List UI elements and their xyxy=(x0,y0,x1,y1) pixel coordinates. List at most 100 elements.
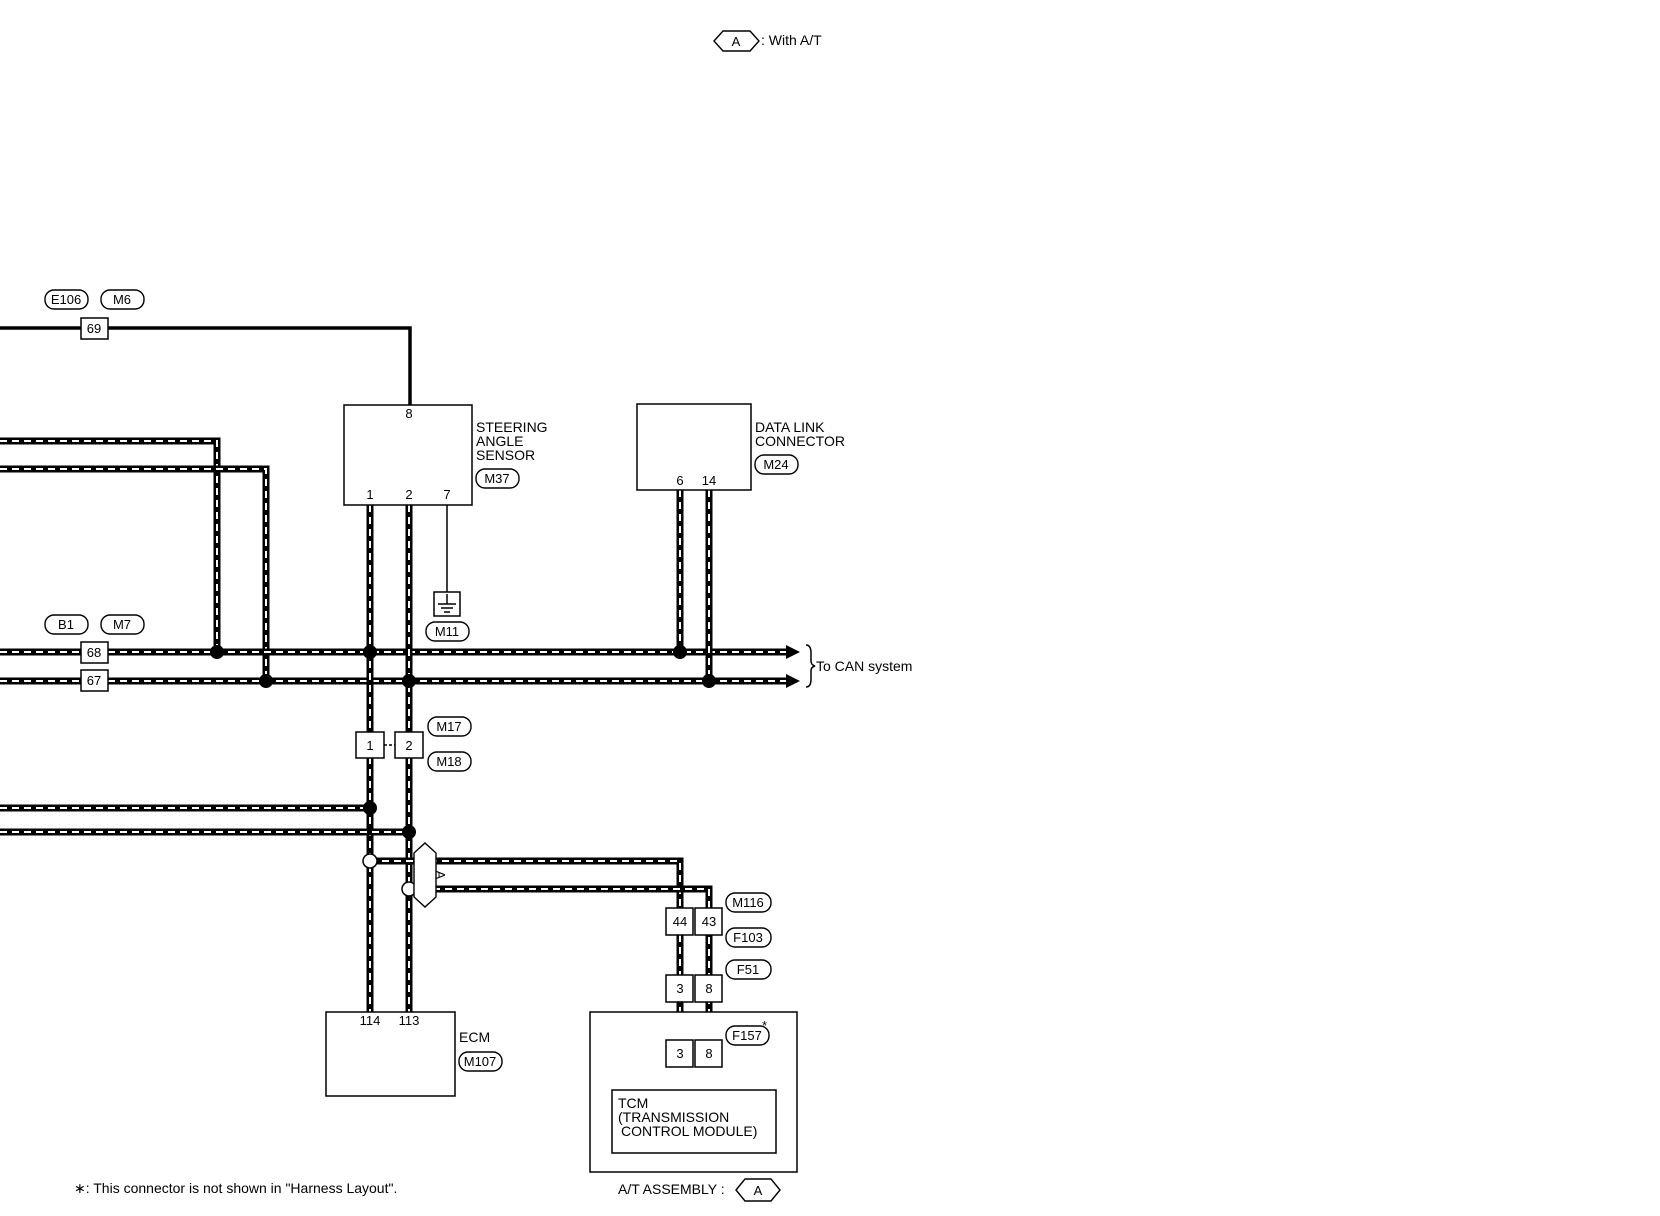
sas-pin-7: 7 xyxy=(443,487,450,502)
ground-m11: M11 xyxy=(425,505,470,642)
f51-pin-3: 3 xyxy=(676,981,683,996)
connector-tag-f157 xyxy=(725,1025,770,1046)
terminal-69: 69 xyxy=(87,321,101,336)
terminal-box-m18-2 xyxy=(394,731,424,759)
connector-m107-label: M107 xyxy=(464,1054,497,1069)
m18-pin-2: 2 xyxy=(405,738,412,753)
connector-f51-label: F51 xyxy=(737,962,759,977)
arrow-can-low xyxy=(786,674,800,688)
sas-pin-8: 8 xyxy=(405,406,412,421)
connector-m116-f103: 44 43 M116 F103 xyxy=(665,892,772,948)
legend: A : With A/T xyxy=(713,30,822,52)
connector-e106-label: E106 xyxy=(51,292,81,307)
connector-tag-m7 xyxy=(100,614,145,635)
sas-pin-2: 2 xyxy=(405,487,412,502)
footnote: ∗: This connector is not shown in "Harne… xyxy=(74,1180,397,1196)
connector-m7-label: M7 xyxy=(113,617,131,632)
m17-pin-1: 1 xyxy=(366,738,373,753)
m116-pin-44: 44 xyxy=(673,914,687,929)
connector-m24-label: M24 xyxy=(763,457,788,472)
connector-f51: 3 8 F51 xyxy=(665,959,772,1003)
terminal-67: 67 xyxy=(87,673,101,688)
at-assembly-label: A/T ASSEMBLY : xyxy=(618,1181,725,1197)
connector-b1-m7: B1 M7 68 67 xyxy=(44,614,145,692)
legend-a-symbol: A xyxy=(732,34,741,49)
dlc-pin-14: 14 xyxy=(702,473,716,488)
terminal-box-f157-8 xyxy=(694,1039,723,1068)
connector-tag-m17 xyxy=(427,716,472,737)
terminal-box-67 xyxy=(80,669,109,692)
at-assembly: 3 8 F157 * TCM (TRANSMISSION CONTROL MOD… xyxy=(589,1011,798,1202)
terminal-box-43 xyxy=(694,907,723,936)
with-at-marker-letter: A xyxy=(433,871,448,880)
connector-tag-m6 xyxy=(100,289,145,310)
tcm-name-line-1: TCM xyxy=(618,1095,648,1111)
connector-m17-m18: 1 2 M17 M18 xyxy=(355,716,472,772)
terminal-box-f51-3 xyxy=(665,974,694,1003)
connector-tag-m24 xyxy=(754,454,799,475)
dlc-name-line-2: CONNECTOR xyxy=(755,433,845,449)
connector-m6-label: M6 xyxy=(113,292,131,307)
sas-name-line-2: ANGLE xyxy=(476,433,523,449)
ecm: 114 113 ECM M107 xyxy=(325,1011,503,1097)
connector-tag-m18 xyxy=(427,751,472,772)
dlc-name-line-1: DATA LINK xyxy=(755,419,825,435)
ecm-name: ECM xyxy=(459,1029,490,1045)
data-link-connector-box xyxy=(636,403,752,491)
connector-tag-e106 xyxy=(44,289,89,310)
connector-tag-m116 xyxy=(725,892,772,913)
connector-tag-f51 xyxy=(725,959,772,980)
ecm-box xyxy=(325,1011,456,1097)
steering-angle-sensor-box xyxy=(343,404,473,506)
connector-f103-label: F103 xyxy=(733,930,763,945)
data-link-connector: 6 14 DATA LINK CONNECTOR M24 xyxy=(636,403,845,491)
terminal-box-68 xyxy=(80,641,109,664)
f157-pin-8: 8 xyxy=(705,1046,712,1061)
connector-m17-label: M17 xyxy=(436,719,461,734)
connector-tag-m37 xyxy=(475,468,520,489)
f51-pin-8: 8 xyxy=(705,981,712,996)
f157-asterisk: * xyxy=(762,1018,767,1033)
at-assembly-a-hexagon xyxy=(735,1178,781,1202)
sas-name-line-1: STEERING xyxy=(476,419,548,435)
dlc-pin-6: 6 xyxy=(676,473,683,488)
terminal-68: 68 xyxy=(87,645,101,660)
at-assembly-a-symbol: A xyxy=(754,1183,763,1198)
ecm-pin-113: 113 xyxy=(399,1013,420,1028)
connector-f157-label: F157 xyxy=(732,1028,762,1043)
with-at-marker: A xyxy=(413,842,448,908)
terminal-box-69 xyxy=(80,317,109,340)
connector-m37-label: M37 xyxy=(484,471,509,486)
can-brace xyxy=(805,644,816,688)
wire-power-69-to-sas8 xyxy=(0,326,412,405)
connector-m18-label: M18 xyxy=(436,754,461,769)
f157-pin-3: 3 xyxy=(676,1046,683,1061)
sas-pin-1: 1 xyxy=(366,487,373,502)
steering-angle-sensor: 8 1 2 7 STEERING ANGLE SENSOR M37 xyxy=(343,404,548,506)
ground-icon xyxy=(438,594,456,613)
splice-dots xyxy=(210,645,716,897)
tcm-box xyxy=(611,1089,777,1154)
tcm-name-line-2: (TRANSMISSION xyxy=(618,1109,729,1125)
terminal-box-f51-8 xyxy=(694,974,723,1003)
legend-a-hexagon xyxy=(713,30,760,52)
connector-b1-label: B1 xyxy=(58,617,74,632)
m116-pin-43: 43 xyxy=(702,914,716,929)
connector-m11-label: M11 xyxy=(435,624,459,639)
to-can-system-label: To CAN system xyxy=(816,658,912,674)
connector-tag-b1 xyxy=(44,614,89,635)
tcm-name-line-3: CONTROL MODULE) xyxy=(621,1123,757,1139)
terminal-box-f157-3 xyxy=(665,1039,694,1068)
connector-m116-label: M116 xyxy=(732,895,764,910)
connector-tag-f103 xyxy=(725,927,772,948)
connector-tag-m11 xyxy=(425,621,470,642)
sas-name-line-3: SENSOR xyxy=(476,447,535,463)
legend-a-text: : With A/T xyxy=(761,32,822,48)
arrow-can-high xyxy=(786,645,800,659)
terminal-box-m17-1 xyxy=(355,731,385,759)
connector-tag-m107 xyxy=(458,1051,503,1072)
connector-e106-m6: E106 M6 69 xyxy=(44,289,145,340)
ecm-pin-114: 114 xyxy=(360,1013,381,1028)
terminal-box-44 xyxy=(665,907,694,936)
